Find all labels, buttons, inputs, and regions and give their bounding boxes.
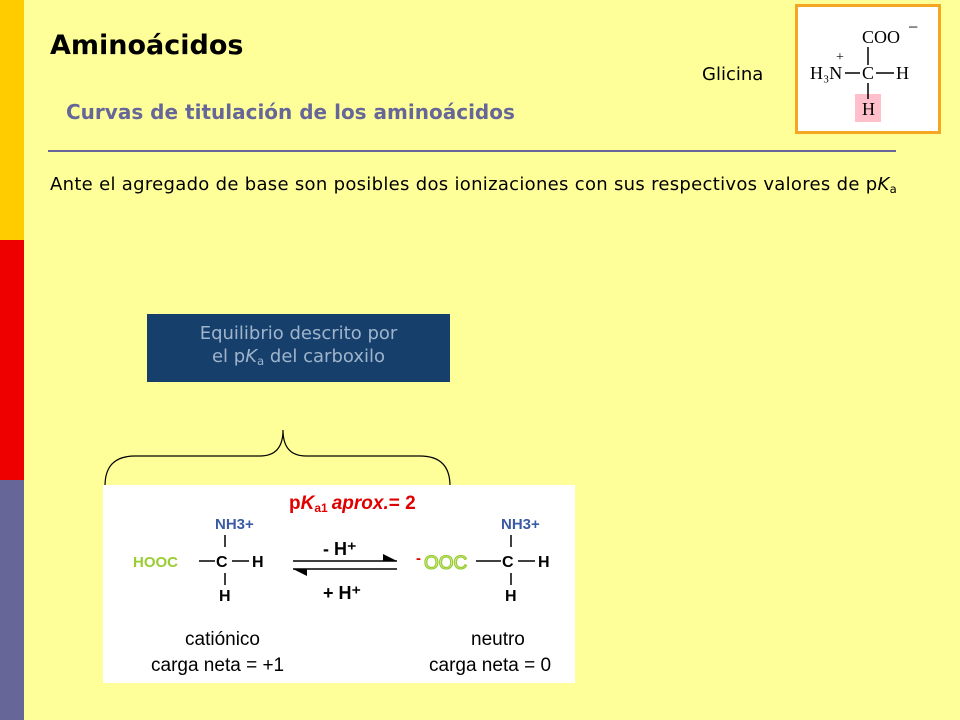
right-net-charge: carga neta = 0 <box>429 655 551 676</box>
pka-p: p <box>289 493 301 514</box>
reverse-label: + H⁺ <box>323 583 361 603</box>
callout-line-2-pre: el p <box>211 346 246 367</box>
title-rule <box>48 150 896 152</box>
hydrogen-right: H <box>896 63 909 83</box>
body-text-k: K <box>877 174 890 195</box>
nh3-group: H₃N <box>810 63 842 83</box>
pka-k: K <box>301 493 316 514</box>
callout-line-2: el pKa del carboxilo <box>147 345 450 373</box>
pka-label: pKa1 aprox.= 2 <box>289 493 416 515</box>
callout-box: Equilibrio descrito por el pKa del carbo… <box>147 314 450 382</box>
hydrogen-bottom: H <box>862 99 875 119</box>
forward-label: - H⁺ <box>323 539 357 559</box>
left-h-right: H <box>252 554 264 571</box>
glicina-label: Glicina <box>702 64 764 85</box>
side-bar-red <box>0 240 24 480</box>
callout-line-2-post: del carboxilo <box>264 346 386 367</box>
glycine-structure-image: COO − + H₃N C H H <box>795 4 941 134</box>
right-ooc: OOC <box>424 553 467 574</box>
left-carbon: C <box>216 554 228 571</box>
right-h-bottom: H <box>505 588 517 605</box>
reverse-arrowhead <box>293 569 307 576</box>
left-nh3: NH3+ <box>215 516 254 533</box>
left-species-name: catiónico <box>185 629 260 650</box>
slide-subtitle: Curvas de titulación de los aminoácidos <box>66 100 515 124</box>
callout-k: K <box>245 346 258 367</box>
body-text-main: Ante el agregado de base son posibles do… <box>50 174 878 195</box>
right-carbon: C <box>502 554 514 571</box>
right-h-right: H <box>538 554 550 571</box>
nh3-plus: + <box>836 50 844 65</box>
side-bar-blue <box>0 480 24 720</box>
pka-sub: a1 <box>314 501 328 515</box>
glycine-structure-svg: COO − + H₃N C H H <box>810 17 918 122</box>
alpha-carbon: C <box>862 63 874 83</box>
left-h-bottom: H <box>219 588 231 605</box>
coo-group: COO <box>862 27 900 47</box>
callout-line-1: Equilibrio descrito por <box>199 323 398 344</box>
callout-sub: a <box>257 353 265 368</box>
side-bar-yellow <box>0 0 24 240</box>
right-minus: - <box>416 550 421 567</box>
right-nh3: NH3+ <box>501 516 540 533</box>
body-paragraph: Ante el agregado de base son posibles do… <box>50 172 923 202</box>
curly-brace <box>104 429 451 487</box>
slide-title: Aminoácidos <box>50 30 244 61</box>
right-species-name: neutro <box>471 629 525 650</box>
pka-value: = 2 <box>389 493 416 514</box>
pka-aprox: aprox. <box>332 493 389 514</box>
left-hooc: HOOC <box>133 554 178 571</box>
left-net-charge: carga neta = +1 <box>151 655 284 676</box>
coo-charge: − <box>908 17 918 37</box>
body-text-sub: a <box>889 181 898 196</box>
forward-arrowhead <box>383 554 397 561</box>
